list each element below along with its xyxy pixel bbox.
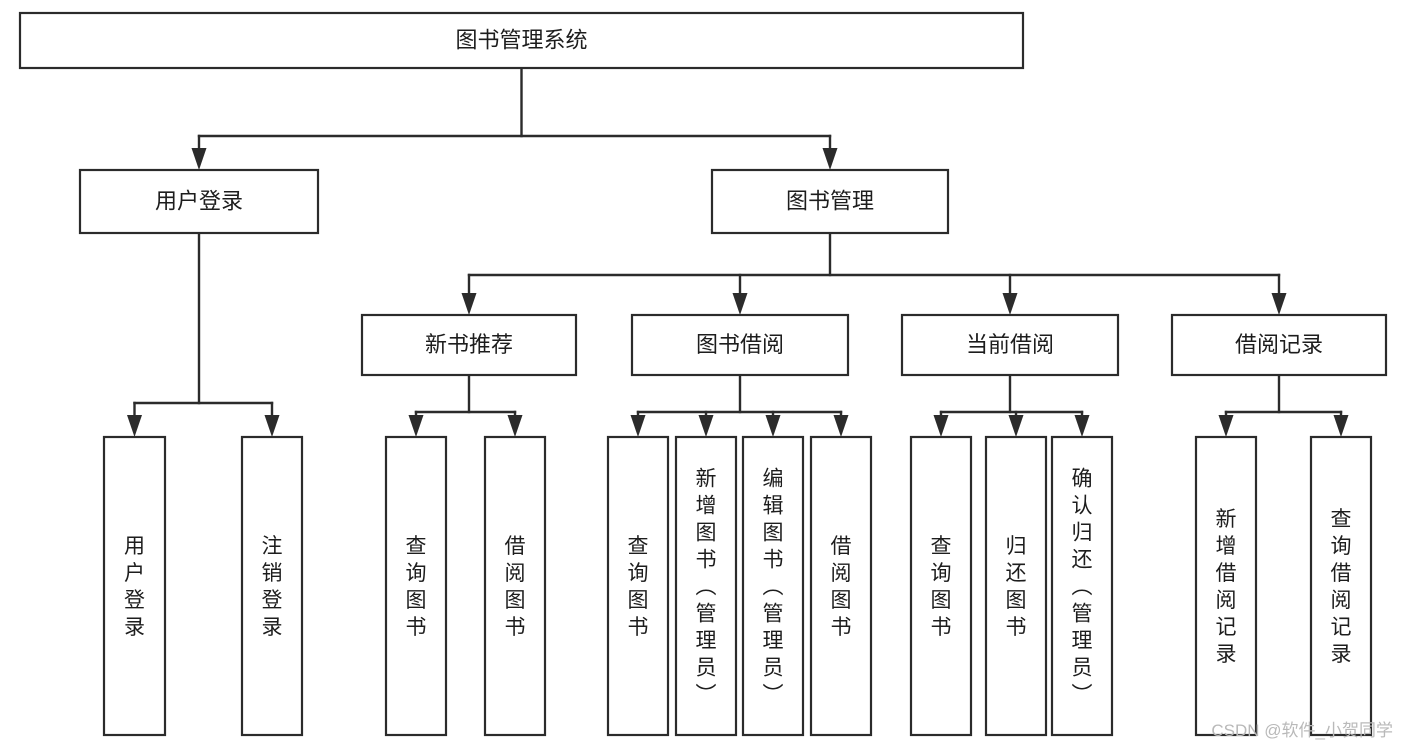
node-box-current-borrow (900, 313, 1120, 377)
node-label-new-book-recommend: 新书推荐 (425, 332, 513, 357)
edge-layer (127, 66, 1349, 437)
arrow-head-current-borrow (1002, 293, 1018, 315)
node-label-leaf-confirm-return-admin: 确认归还︵管理员︶ (1072, 468, 1093, 707)
arrow-head-book-borrow (732, 293, 748, 315)
edge-group-book-management (461, 231, 1287, 315)
node-label-borrow-records: 借阅记录 (1235, 332, 1323, 357)
node-leaf-query-borrow-record[interactable]: 查询借阅记录 (1309, 435, 1373, 737)
edge-group-current-borrow (933, 373, 1090, 437)
node-label-leaf-query-book-borrow: 查询图书 (628, 535, 649, 639)
arrow-head-leaf-add-borrow-record (1218, 415, 1234, 437)
node-leaf-query-book-recommend[interactable]: 查询图书 (384, 435, 448, 737)
node-label-leaf-add-borrow-record: 新增借阅记录 (1216, 508, 1237, 666)
arrow-head-user-login (191, 148, 207, 170)
node-label-user-login: 用户登录 (155, 188, 243, 213)
node-leaf-add-borrow-record[interactable]: 新增借阅记录 (1194, 435, 1258, 737)
node-box-leaf-query-book-recommend (384, 435, 448, 737)
node-leaf-confirm-return-admin[interactable]: 确认归还︵管理员︶ (1050, 435, 1114, 737)
arrow-head-leaf-borrow-book-recommend (507, 415, 523, 437)
node-label-root: 图书管理系统 (455, 27, 587, 52)
node-leaf-borrow-book-recommend[interactable]: 借阅图书 (483, 435, 547, 737)
node-label-leaf-query-book-current: 查询图书 (931, 535, 952, 639)
node-label-leaf-return-book: 归还图书 (1006, 535, 1027, 639)
node-label-leaf-query-borrow-record: 查询借阅记录 (1331, 508, 1352, 666)
node-book-borrow[interactable]: 图书借阅 (630, 313, 850, 377)
arrow-head-leaf-user-login (127, 415, 142, 437)
node-box-leaf-add-borrow-record (1194, 435, 1258, 737)
node-box-leaf-return-book (984, 435, 1048, 737)
node-borrow-records[interactable]: 借阅记录 (1170, 313, 1388, 377)
edge-group-new-book-recommend (408, 373, 523, 437)
node-leaf-query-book-borrow[interactable]: 查询图书 (606, 435, 670, 737)
node-box-user-login (78, 168, 320, 235)
node-user-login[interactable]: 用户登录 (78, 168, 320, 235)
node-label-leaf-borrow-book-recommend: 借阅图书 (505, 535, 526, 639)
arrow-head-leaf-query-book-borrow (630, 415, 646, 437)
node-label-leaf-user-login: 用户登录 (124, 535, 145, 639)
node-layer: 图书管理系统用户登录图书管理新书推荐图书借阅当前借阅借阅记录用户登录注销登录查询… (18, 11, 1388, 737)
edge-group-borrow-records (1218, 373, 1349, 437)
node-box-leaf-user-login (102, 435, 167, 737)
node-leaf-logout[interactable]: 注销登录 (240, 435, 304, 737)
edge-group-root (191, 66, 838, 170)
arrow-head-leaf-borrow-book (833, 415, 849, 437)
arrow-head-leaf-return-book (1008, 415, 1024, 437)
node-label-leaf-query-book-recommend: 查询图书 (406, 535, 427, 639)
node-box-leaf-edit-book-admin (741, 435, 805, 737)
node-label-book-borrow: 图书借阅 (696, 332, 784, 357)
node-box-book-borrow (630, 313, 850, 377)
node-box-leaf-query-borrow-record (1309, 435, 1373, 737)
node-label-leaf-logout: 注销登录 (262, 535, 283, 639)
arrow-head-leaf-add-book-admin (698, 415, 714, 437)
arrow-head-leaf-query-book-recommend (408, 415, 424, 437)
edge-group-book-borrow (630, 373, 849, 437)
node-box-leaf-logout (240, 435, 304, 737)
arrow-head-leaf-confirm-return-admin (1074, 415, 1090, 437)
node-leaf-borrow-book[interactable]: 借阅图书 (809, 435, 873, 737)
node-book-management[interactable]: 图书管理 (710, 168, 950, 235)
node-box-book-management (710, 168, 950, 235)
node-box-root (18, 11, 1025, 70)
arrow-head-leaf-query-borrow-record (1333, 415, 1349, 437)
node-leaf-return-book[interactable]: 归还图书 (984, 435, 1048, 737)
node-box-leaf-add-book-admin (674, 435, 738, 737)
node-leaf-add-book-admin[interactable]: 新增图书︵管理员︶ (674, 435, 738, 737)
node-leaf-user-login[interactable]: 用户登录 (102, 435, 167, 737)
node-root[interactable]: 图书管理系统 (18, 11, 1025, 70)
node-current-borrow[interactable]: 当前借阅 (900, 313, 1120, 377)
node-new-book-recommend[interactable]: 新书推荐 (360, 313, 578, 377)
edge-group-user-login (127, 231, 280, 437)
node-leaf-edit-book-admin[interactable]: 编辑图书︵管理员︶ (741, 435, 805, 737)
arrow-head-book-management (822, 148, 838, 170)
node-box-leaf-query-book-borrow (606, 435, 670, 737)
csdn-watermark: CSDN @软件_小贺同学 (1211, 721, 1393, 740)
node-label-leaf-edit-book-admin: 编辑图书︵管理员︶ (763, 468, 784, 707)
node-box-leaf-borrow-book-recommend (483, 435, 547, 737)
node-box-leaf-confirm-return-admin (1050, 435, 1114, 737)
arrow-head-leaf-logout (264, 415, 280, 437)
arrow-head-new-book-recommend (461, 293, 477, 315)
arrow-head-borrow-records (1271, 293, 1287, 315)
arrow-head-leaf-query-book-current (933, 415, 949, 437)
node-box-borrow-records (1170, 313, 1388, 377)
node-label-leaf-borrow-book: 借阅图书 (831, 535, 852, 639)
node-leaf-query-book-current[interactable]: 查询图书 (909, 435, 973, 737)
node-box-new-book-recommend (360, 313, 578, 377)
node-label-leaf-add-book-admin: 新增图书︵管理员︶ (696, 468, 717, 707)
node-box-leaf-query-book-current (909, 435, 973, 737)
arrow-head-leaf-edit-book-admin (765, 415, 781, 437)
node-label-book-management: 图书管理 (786, 188, 874, 213)
node-box-leaf-borrow-book (809, 435, 873, 737)
node-label-current-borrow: 当前借阅 (966, 332, 1054, 357)
